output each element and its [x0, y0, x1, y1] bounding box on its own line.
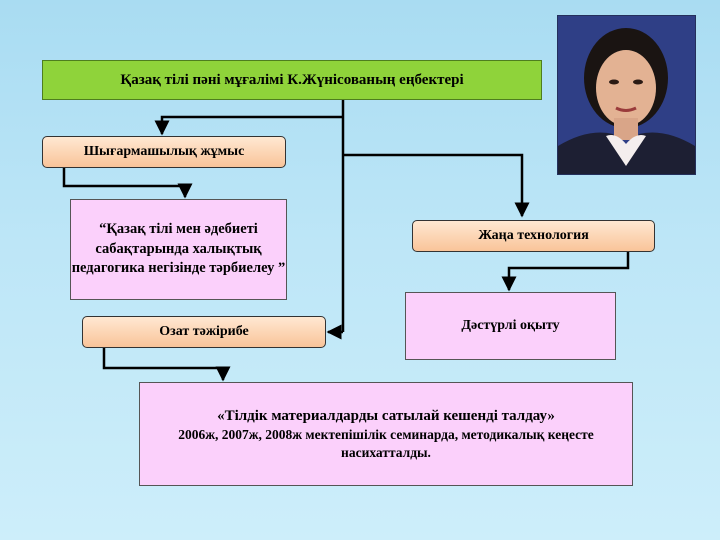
node-creative-work: Шығармашылық жұмыс [42, 136, 286, 168]
node-new-technology: Жаңа технология [412, 220, 655, 252]
teacher-portrait [557, 15, 696, 175]
portrait-image [558, 16, 695, 174]
diagram-title: Қазақ тілі пәні мұғалімі К.Жүнісованың е… [42, 60, 542, 100]
arrow-to-techno [343, 153, 530, 218]
node-traditional-teaching: Дәстүрлі оқыту [405, 292, 616, 360]
seminar-body: 2006ж, 2007ж, 2008ж мектепішілік семинар… [178, 426, 594, 461]
node-seminar: «Тілдік материалдарды сатылай кешенді та… [139, 382, 633, 486]
arrow-to-seminar [102, 348, 231, 382]
node-advanced-experience: Озат тәжірибе [82, 316, 326, 348]
arrow-to-traditional [501, 252, 630, 292]
seminar-title: «Тілдік материалдарды сатылай кешенді та… [217, 407, 555, 424]
arrow-to-works [154, 115, 343, 136]
arrow-to-quote [62, 168, 193, 199]
node-quote-topic: “Қазақ тілі мен әдебиеті сабақтарында ха… [70, 199, 287, 300]
